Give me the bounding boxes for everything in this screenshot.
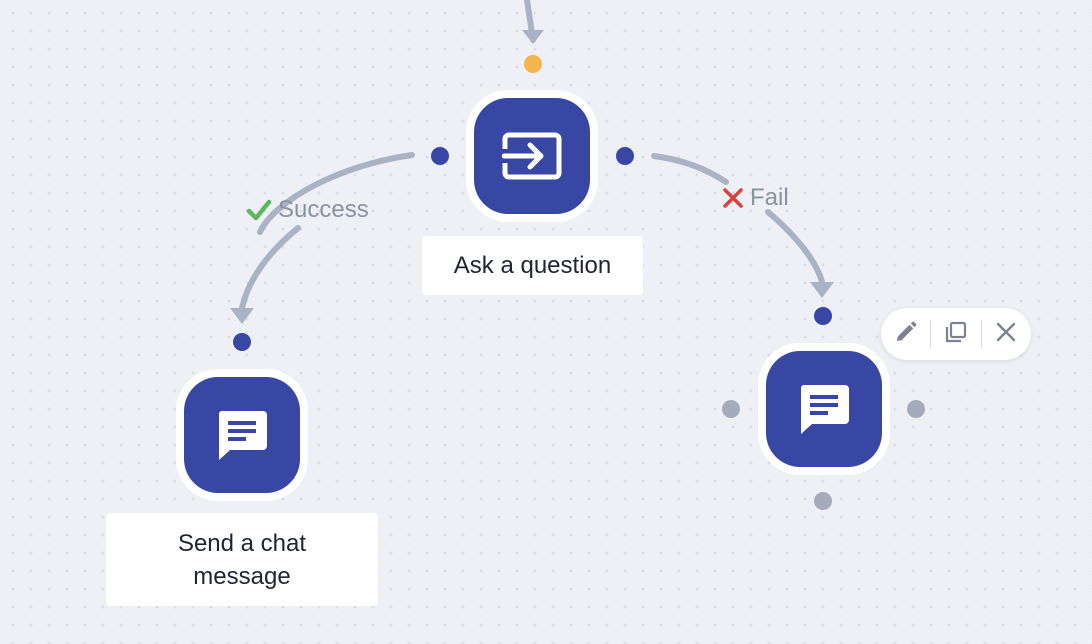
close-icon — [995, 321, 1017, 348]
delete-node-button[interactable] — [989, 317, 1023, 351]
ask-question-success-port[interactable] — [431, 147, 449, 165]
ask-question-label[interactable]: Ask a question — [422, 236, 643, 295]
send-chat-node[interactable] — [184, 377, 300, 493]
success-arrowhead — [230, 308, 254, 324]
cross-icon — [722, 187, 744, 209]
pencil-icon — [894, 320, 918, 349]
toolbar-divider — [930, 320, 932, 348]
toolbar-divider — [980, 320, 982, 348]
selected-chat-node[interactable] — [766, 351, 882, 467]
incoming-arrowhead — [522, 30, 544, 44]
ask-question-node[interactable] — [474, 98, 590, 214]
incoming-connector[interactable] — [524, 0, 536, 43]
selected-chat-left-port[interactable] — [722, 400, 740, 418]
success-edge-label: Success — [246, 196, 369, 224]
selected-chat-bottom-port[interactable] — [814, 492, 832, 510]
send-chat-input-port[interactable] — [233, 333, 251, 351]
send-chat-label[interactable]: Send a chat message — [106, 513, 378, 606]
chat-message-icon — [215, 408, 269, 462]
fail-connector[interactable] — [651, 153, 729, 185]
selected-chat-input-port[interactable] — [814, 307, 832, 325]
copy-icon — [944, 320, 968, 349]
ask-question-fail-port[interactable] — [616, 147, 634, 165]
check-icon — [246, 198, 272, 222]
duplicate-node-button[interactable] — [939, 317, 973, 351]
chat-message-icon — [797, 382, 851, 436]
selected-chat-right-port[interactable] — [907, 400, 925, 418]
ask-question-input-port[interactable] — [524, 55, 542, 73]
success-connector-lower[interactable] — [239, 225, 301, 311]
node-action-toolbar — [881, 308, 1031, 360]
fail-connector-lower[interactable] — [765, 209, 825, 285]
fail-edge-label: Fail — [722, 184, 789, 212]
input-arrow-icon — [502, 132, 562, 180]
edit-node-button[interactable] — [889, 317, 923, 351]
fail-arrowhead — [810, 282, 834, 298]
